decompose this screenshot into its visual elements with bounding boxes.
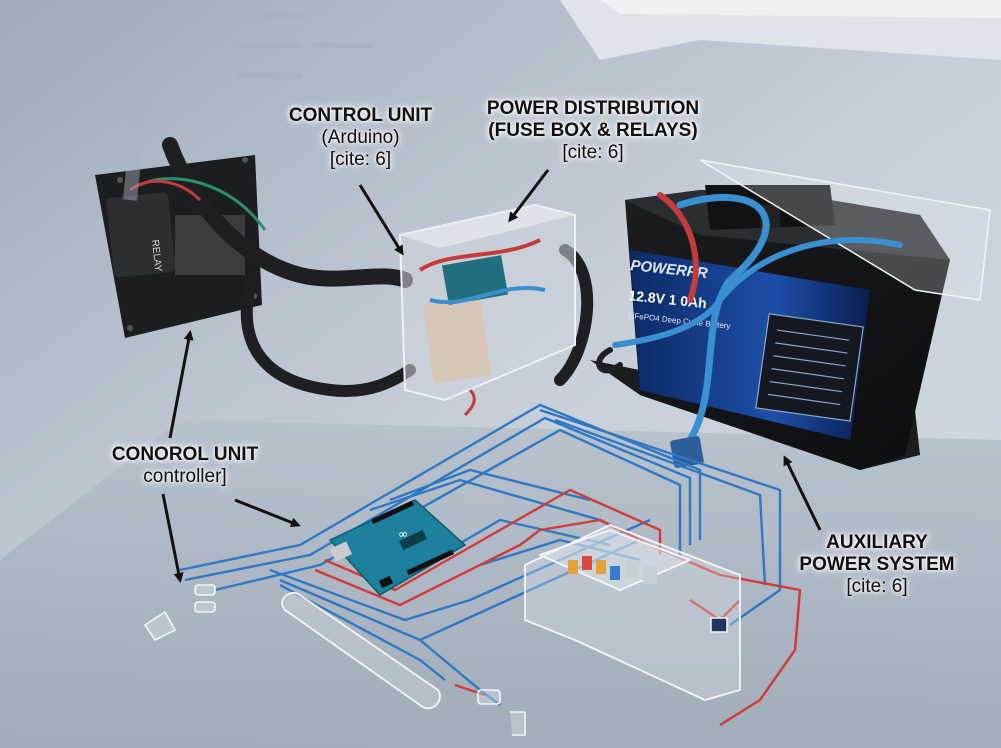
conorol-unit-title: CONOROL UNIT — [111, 444, 259, 465]
conorol-unit-subtitle: controller] — [143, 466, 227, 487]
auxiliary-power-subtitle: POWER SYSTEM — [799, 554, 955, 575]
anderson-connector — [670, 436, 704, 468]
arduino-board: ∞ — [328, 499, 467, 596]
control-unit-title: CONTROL UNIT — [288, 105, 433, 126]
wall-vents — [232, 12, 373, 79]
auxiliary-power-cite: [cite: 6] — [846, 576, 908, 597]
power-distribution-cite: [cite: 6] — [562, 142, 624, 163]
label-power-distribution: POWER DISTRIBUTION (FUSE BOX & RELAYS) [… — [468, 98, 718, 164]
relay-panel: RELAY — [95, 155, 262, 338]
label-conorol-unit: CONOROL UNIT controller] — [100, 444, 270, 488]
terminal — [710, 617, 728, 633]
power-distribution-subtitle: (FUSE BOX & RELAYS) — [488, 120, 698, 141]
fuses — [568, 556, 657, 584]
wiring-diagram — [144, 403, 802, 736]
arduino-logo: ∞ — [398, 527, 408, 541]
red-wire-loose — [129, 179, 202, 202]
battery-cables — [596, 192, 903, 444]
relay-text: RELAY — [149, 239, 163, 272]
tube-sketch — [281, 592, 441, 710]
power-distribution-title: POWER DISTRIBUTION — [486, 98, 700, 119]
light-strip — [123, 99, 147, 201]
control-unit-cite: [cite: 6] — [329, 149, 392, 170]
auxiliary-power-title: AUXILIARY — [826, 532, 928, 553]
label-auxiliary-power: AUXILIARY POWER SYSTEM [cite: 6] — [792, 532, 962, 598]
label-control-unit: CONTROL UNIT (Arduino) [cite: 6] — [278, 105, 443, 171]
control-unit-subtitle: (Arduino) — [321, 127, 400, 148]
